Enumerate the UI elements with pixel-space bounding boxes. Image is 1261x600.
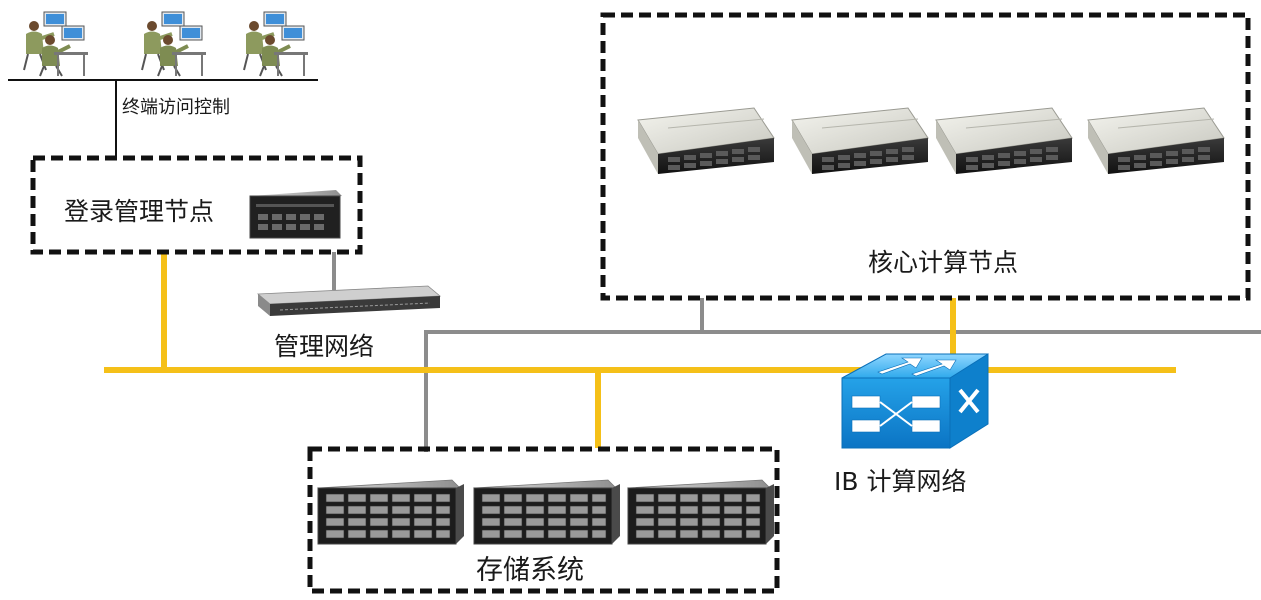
storage-array-icon xyxy=(317,479,465,545)
terminal-access-label: 终端访问控制 xyxy=(122,97,230,118)
ethernet-switch-icon xyxy=(256,285,442,316)
operator-workstation-icon xyxy=(22,10,90,78)
storage-system-label: 存储系统 xyxy=(476,555,584,586)
operator-workstation-icon xyxy=(242,10,310,78)
storage-array-icon xyxy=(473,479,621,545)
management-network-links xyxy=(332,252,1261,452)
login-node-boundary xyxy=(30,155,363,255)
core-compute-boundary xyxy=(600,12,1251,301)
compute-server-icon xyxy=(637,107,775,175)
ib-network-label: IB 计算网络 xyxy=(834,467,967,496)
compute-server-icon xyxy=(1087,107,1225,175)
storage-array-icon xyxy=(627,479,775,545)
ib-network-links xyxy=(104,252,1176,448)
ib-switch-icon xyxy=(841,353,989,449)
rack-server-icon xyxy=(249,190,342,239)
core-compute-label: 核心计算节点 xyxy=(868,248,1019,277)
compute-server-icon xyxy=(935,107,1073,175)
compute-server-icon xyxy=(791,107,929,175)
management-network-label: 管理网络 xyxy=(274,332,375,361)
login-node-label: 登录管理节点 xyxy=(64,197,215,226)
operator-workstation-icon xyxy=(140,10,208,78)
